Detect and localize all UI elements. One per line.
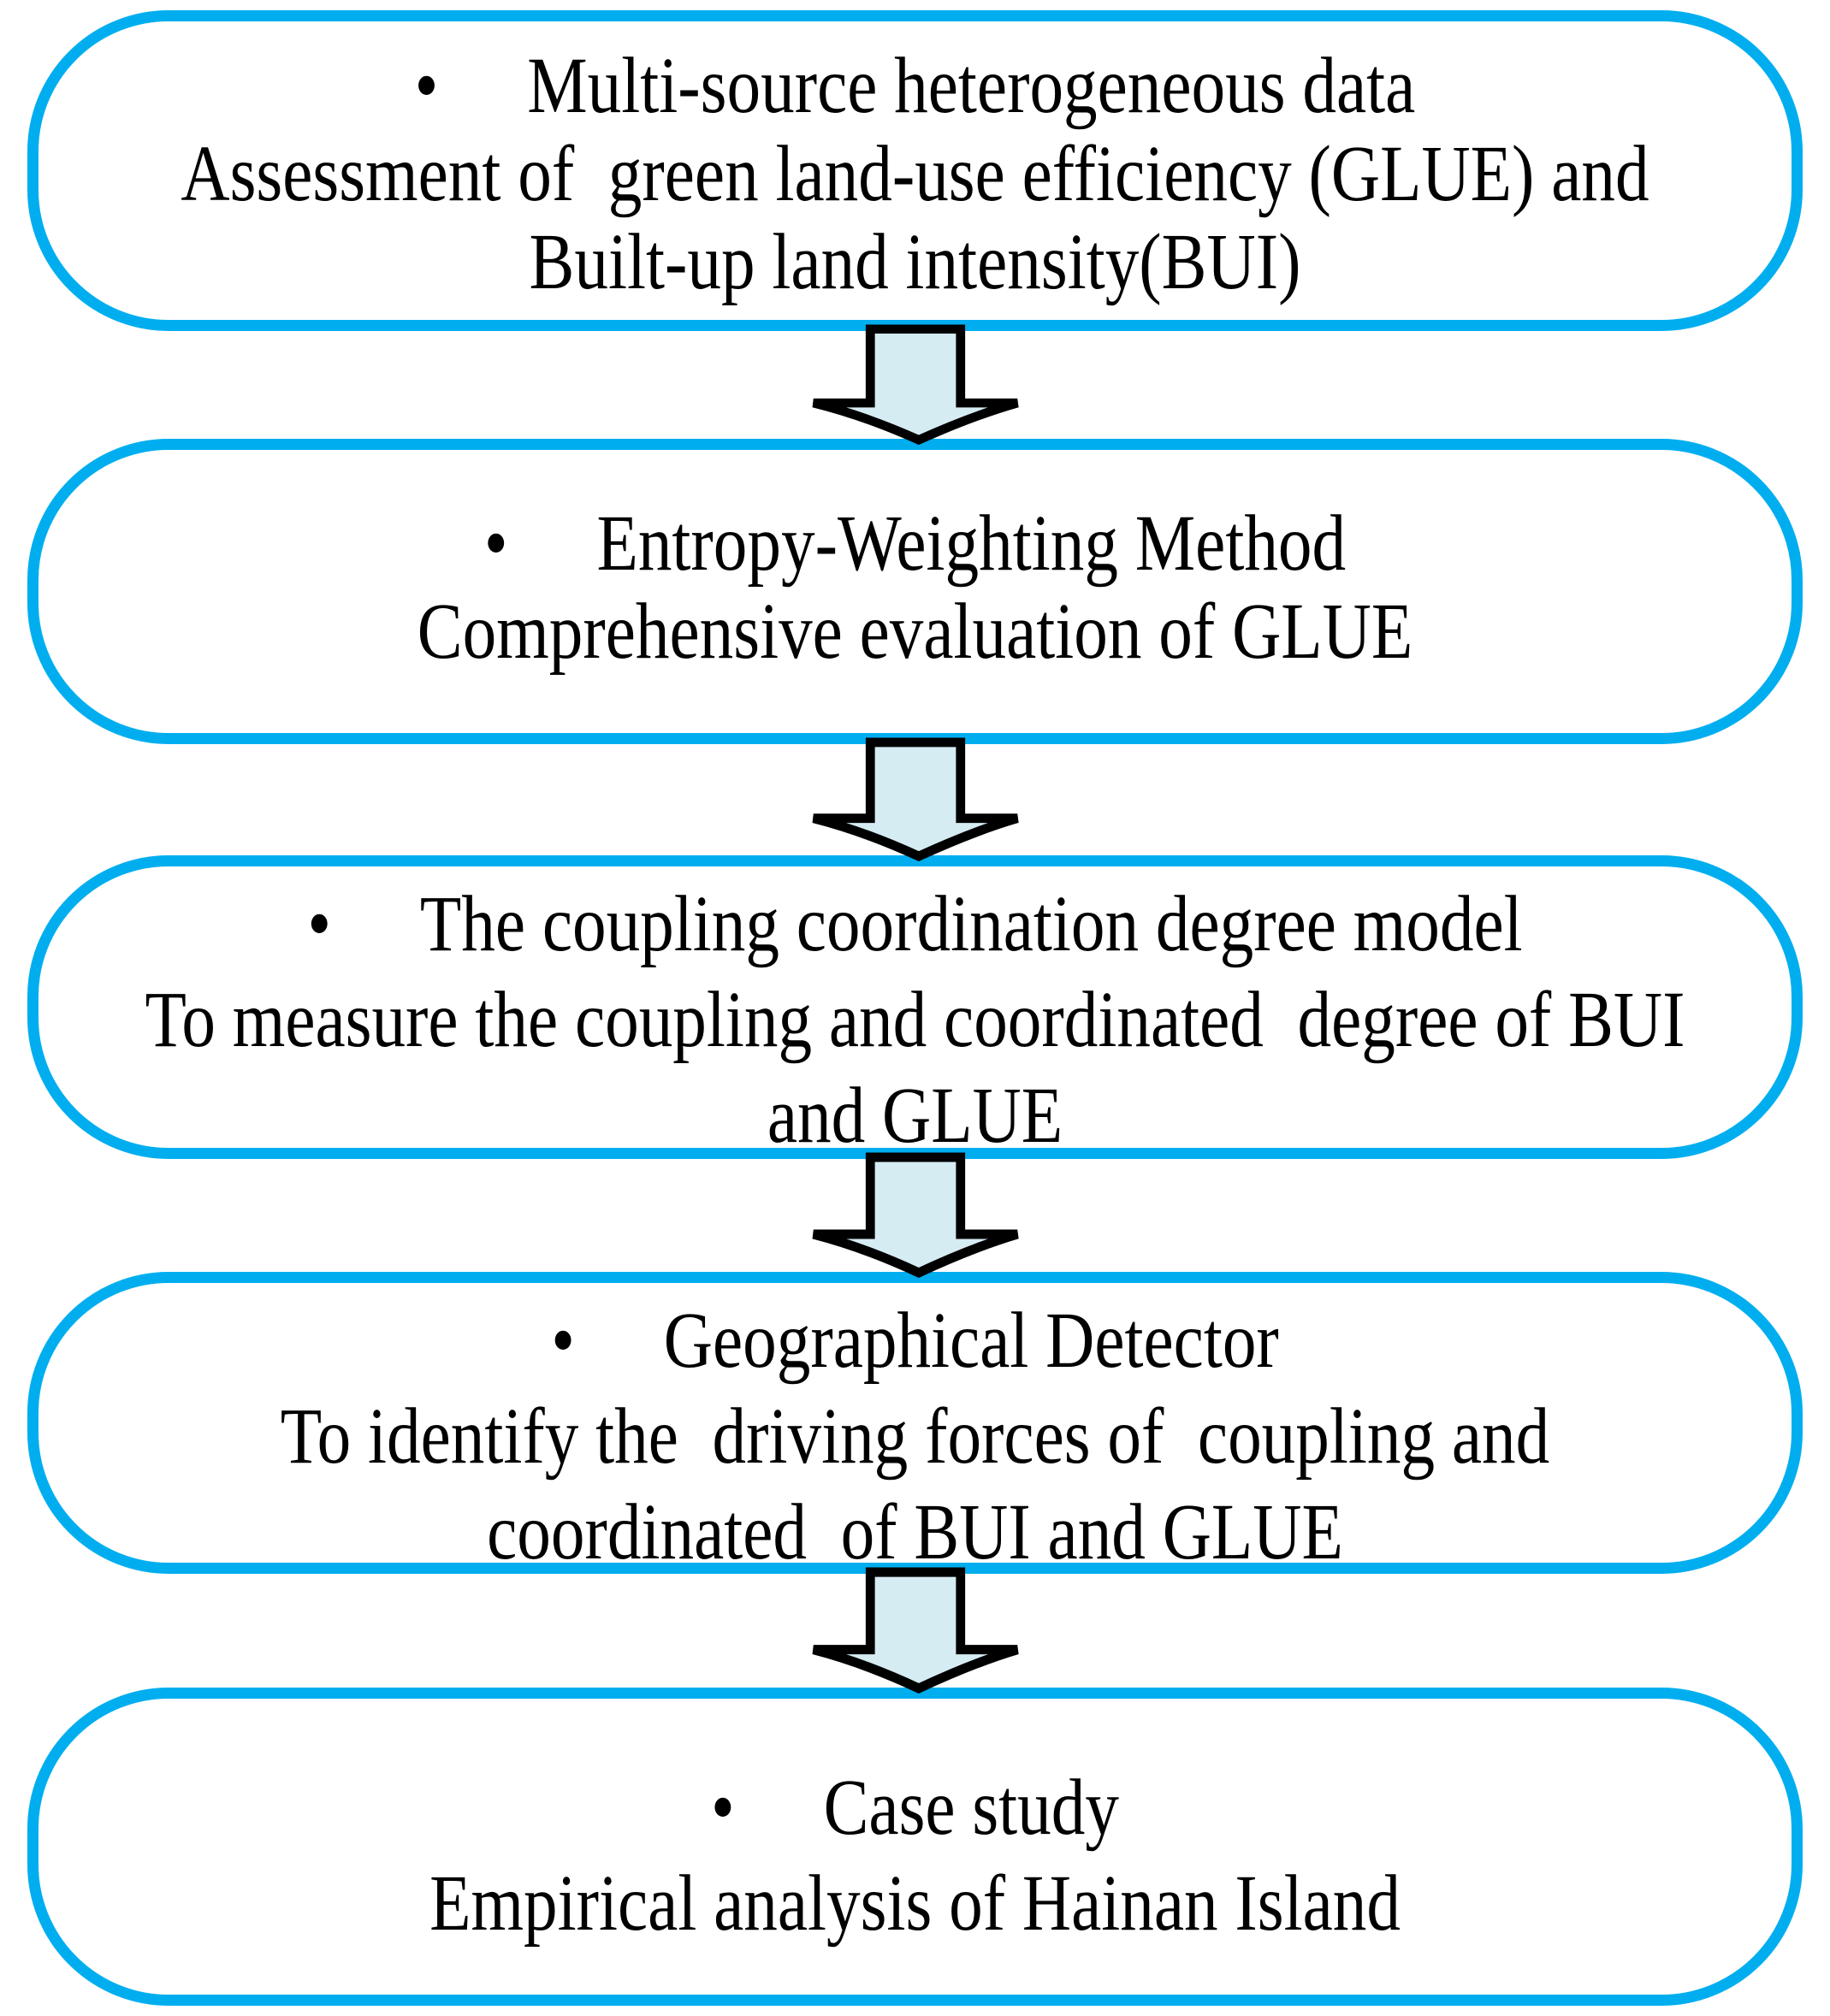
down-arrow-icon — [812, 1152, 1019, 1279]
step-title-line: • Geographical Detector — [144, 1292, 1686, 1391]
down-arrow-icon — [812, 737, 1019, 862]
bullet-icon: • — [711, 1764, 735, 1852]
step-detail-line: Built-up land intensity(BUI) — [529, 218, 1301, 306]
bullet-icon: • — [483, 500, 508, 588]
step-title: The coupling coordination degree model — [419, 880, 1523, 968]
step-box-3: •The coupling coordination degree model … — [27, 855, 1803, 1160]
down-arrow-shape — [812, 1152, 1019, 1279]
step-title: Multi-source heterogeneous data — [527, 42, 1416, 130]
step-title-line: • Case study — [144, 1759, 1686, 1858]
step-detail-line: Comprehensive evaluation of GLUE — [417, 588, 1413, 676]
step-box-2: • Entropy-Weighting Method Comprehensive … — [27, 439, 1803, 744]
step-title: Entropy-Weighting Method — [596, 500, 1347, 588]
step-detail-line: coordinated of BUI and GLUE — [487, 1488, 1343, 1576]
down-arrow-1 — [0, 324, 1830, 446]
down-arrow-2 — [0, 737, 1830, 862]
bullet-icon: • — [551, 1297, 575, 1385]
bullet-icon: • — [307, 880, 332, 968]
step-title-line: • Multi-source heterogeneous data — [144, 40, 1686, 132]
step-box-4: • Geographical Detector To identify the d… — [27, 1272, 1803, 1576]
bullet-icon: • — [414, 42, 439, 130]
down-arrow-shape — [812, 324, 1019, 446]
step-detail-line: To identify the driving forces of coupli… — [280, 1392, 1550, 1481]
down-arrow-icon — [812, 1567, 1019, 1694]
step-title-line: • Entropy-Weighting Method — [144, 498, 1686, 589]
down-arrow-shape — [812, 737, 1019, 862]
down-arrow-4 — [0, 1567, 1830, 1694]
step-title: Geographical Detector — [663, 1297, 1279, 1385]
down-arrow-shape — [812, 1567, 1019, 1694]
down-arrow-3 — [0, 1152, 1830, 1279]
step-detail-line: Empirical analysis of Hainan Island — [429, 1859, 1401, 1948]
step-title-line: • The coupling coordination degree model — [144, 875, 1686, 974]
down-arrow-icon — [812, 324, 1019, 446]
step-box-1: • Multi-source heterogeneous data Assessm… — [27, 10, 1803, 331]
step-detail-line: Assessment of green land-use efficiency … — [181, 130, 1649, 218]
step-title: Case study — [823, 1764, 1119, 1852]
step-detail-line: To measure the coupling and coordinated … — [145, 976, 1685, 1064]
step-detail-line: and GLUE — [767, 1072, 1063, 1160]
step-box-5: • Case study Empirical analysis of Hainan… — [27, 1688, 1803, 2006]
